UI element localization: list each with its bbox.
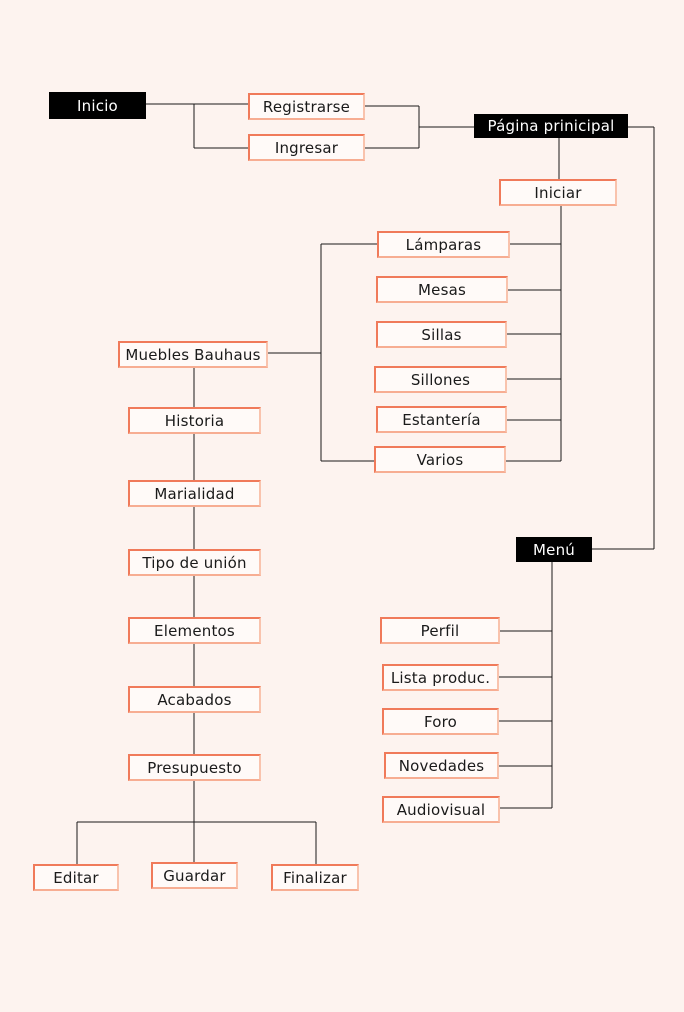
node-ingresar: Ingresar	[248, 134, 365, 161]
node-muebles-bauhaus: Muebles Bauhaus	[118, 341, 268, 368]
node-menu: Menú	[516, 537, 592, 562]
node-estanteria: Estantería	[376, 406, 507, 433]
node-editar: Editar	[33, 864, 119, 891]
node-acabados: Acabados	[128, 686, 261, 713]
node-inicio: Inicio	[49, 92, 146, 119]
node-perfil: Perfil	[380, 617, 500, 644]
node-guardar: Guardar	[151, 862, 238, 889]
node-historia: Historia	[128, 407, 261, 434]
node-mesas: Mesas	[376, 276, 508, 303]
node-lista-produc: Lista produc.	[382, 664, 499, 691]
node-tipo-union: Tipo de unión	[128, 549, 261, 576]
node-varios: Varios	[374, 446, 506, 473]
node-finalizar: Finalizar	[271, 864, 359, 891]
node-audiovisual: Audiovisual	[382, 796, 500, 823]
node-elementos: Elementos	[128, 617, 261, 644]
node-foro: Foro	[382, 708, 499, 735]
node-novedades: Novedades	[384, 752, 499, 779]
node-iniciar: Iniciar	[499, 179, 617, 206]
node-registrarse: Registrarse	[248, 93, 365, 120]
node-marialidad: Marialidad	[128, 480, 261, 507]
node-pagina-principal: Página prinicipal	[474, 114, 628, 138]
node-sillones: Sillones	[374, 366, 507, 393]
node-sillas: Sillas	[376, 321, 507, 348]
node-lamparas: Lámparas	[377, 231, 510, 258]
node-presupuesto: Presupuesto	[128, 754, 261, 781]
